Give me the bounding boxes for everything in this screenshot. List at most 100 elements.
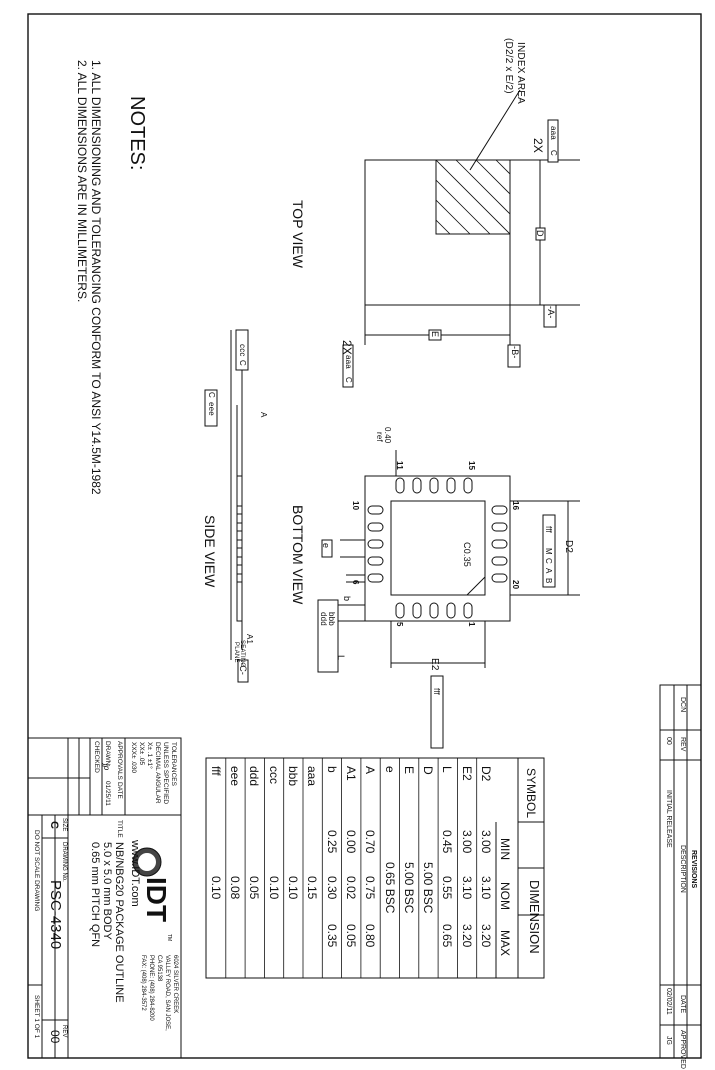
fcf-top bbox=[542, 514, 556, 588]
idt-tm: TM bbox=[166, 934, 172, 942]
aaa-bottom: aaa bbox=[344, 355, 353, 369]
ref-040: 0.40 bbox=[383, 427, 392, 444]
bottom-view-body bbox=[364, 475, 511, 622]
table-min-header: MIN bbox=[498, 838, 512, 860]
title-line-1: 5.0 x 5.0 mm BODY bbox=[101, 842, 113, 940]
fcf-m-top: M bbox=[544, 548, 553, 555]
table-symbol-8: b bbox=[324, 766, 339, 773]
aaa-top: aaa bbox=[549, 126, 558, 140]
fcf-fff-right: fff bbox=[432, 688, 441, 695]
table-symbol-10: bbb bbox=[286, 766, 300, 787]
rev-row-rev: 00 bbox=[665, 737, 672, 745]
drawing-border bbox=[27, 13, 702, 1059]
rev-header-approved: APPROVED bbox=[679, 1030, 686, 1069]
fcf-bbb: bbb bbox=[327, 612, 336, 626]
no-scale-note: DO NOT SCALE DRAWING bbox=[33, 830, 40, 912]
table-min-0: 3.00 bbox=[479, 830, 493, 854]
table-symbol-2: L bbox=[440, 766, 455, 773]
drawn-by: jp bbox=[102, 764, 111, 771]
fcf-ccc bbox=[235, 329, 249, 371]
title-label: TITLE bbox=[116, 820, 123, 838]
dim-d2-label: D2 bbox=[563, 540, 574, 554]
ref-word: ref bbox=[375, 432, 384, 442]
dim-d-label: D bbox=[535, 230, 545, 237]
table-symbol-9: aaa bbox=[305, 766, 320, 787]
website: www.IDT.com bbox=[129, 840, 141, 907]
date-label: DATE bbox=[116, 782, 123, 799]
rev-row-description: INITIAL RELEASE bbox=[665, 790, 672, 848]
pad-row-left bbox=[367, 505, 384, 583]
table-max-1: 3.20 bbox=[459, 924, 474, 948]
revisions-block bbox=[659, 684, 702, 1059]
table-nom-14: 0.10 bbox=[208, 876, 223, 900]
table-symbol-12: ddd bbox=[247, 766, 262, 787]
table-max-6: 0.80 bbox=[363, 924, 378, 948]
pin-15: 15 bbox=[467, 461, 476, 471]
fcf-bbb-ddd bbox=[317, 599, 339, 673]
c-top: C bbox=[549, 150, 558, 156]
table-nom-10: 0.10 bbox=[286, 876, 300, 900]
dim-a-label: A bbox=[259, 412, 268, 418]
index-area-label: INDEX AREA bbox=[515, 42, 526, 105]
table-dimension-header: DIMENSION bbox=[527, 880, 542, 954]
side-view bbox=[204, 329, 249, 683]
bottom-view-label: BOTTOM VIEW bbox=[290, 505, 306, 605]
pin-10: 10 bbox=[351, 501, 360, 511]
rev-row-date: 02/02/11 bbox=[665, 988, 672, 1015]
pin-6: 6 bbox=[351, 580, 360, 585]
dim-l-label: L bbox=[336, 655, 346, 661]
table-min-2: 0.45 bbox=[440, 830, 455, 854]
size-value: C bbox=[48, 821, 60, 829]
sheet-number: SHEET 1 OF 1 bbox=[33, 995, 40, 1039]
table-nom-13: 0.08 bbox=[228, 876, 243, 900]
table-min-8: 0.25 bbox=[324, 830, 339, 854]
dim-a1-label: A1 bbox=[245, 634, 254, 645]
table-nom-8: 0.30 bbox=[324, 876, 339, 900]
fcf-b-top: B bbox=[544, 578, 553, 584]
datum-a: -A- bbox=[546, 306, 556, 319]
side-c1: C bbox=[238, 360, 247, 366]
pin-16: 16 bbox=[511, 501, 520, 511]
table-symbol-7: A1 bbox=[343, 766, 358, 781]
pad-row-top bbox=[395, 477, 473, 494]
bottom-view bbox=[317, 450, 580, 749]
table-max-7: 0.05 bbox=[343, 924, 358, 948]
side-c2: C bbox=[207, 392, 216, 398]
rev-row-approved: JG bbox=[665, 1036, 672, 1045]
table-symbol-header: SYMBOL bbox=[524, 768, 538, 819]
pin-5: 5 bbox=[395, 622, 404, 627]
dim-e2-label: E2 bbox=[429, 658, 440, 671]
table-nom-7: 0.02 bbox=[343, 876, 358, 900]
fcf-a-top: A bbox=[544, 568, 553, 574]
table-max-header: MAX bbox=[498, 930, 512, 957]
times-2x-bottom: 2X bbox=[340, 340, 354, 356]
table-nom-11: 0.10 bbox=[266, 876, 281, 900]
table-nom-0: 3.10 bbox=[479, 876, 493, 900]
table-min-6: 0.70 bbox=[363, 830, 378, 854]
index-area-size: (D2/2 x E/2) bbox=[503, 38, 514, 94]
table-symbol-11: ccc bbox=[266, 766, 281, 784]
fcf-eee-label: eee bbox=[207, 402, 216, 416]
table-nom-2: 0.55 bbox=[440, 876, 455, 900]
size-label: SIZE bbox=[61, 818, 67, 832]
table-symbol-6: A bbox=[363, 766, 378, 775]
fcf-fff-top: fff bbox=[544, 526, 553, 533]
pin-11: 11 bbox=[395, 461, 404, 470]
table-symbol-0: D2 bbox=[479, 766, 493, 782]
dimension-table bbox=[205, 757, 545, 979]
fcf-ccc-label: ccc bbox=[238, 344, 247, 357]
address-4: FAX: (408) 284-3572 bbox=[140, 955, 146, 1011]
drawn-label: DRAWN bbox=[104, 741, 111, 766]
note-2: 2. ALL DIMENSIONS ARE IN MILLIMETERS. bbox=[75, 60, 89, 303]
table-nom-6: 0.75 bbox=[363, 876, 378, 900]
tol-line-3: X± .1 ±1° bbox=[146, 742, 153, 769]
datum-c: -C- bbox=[238, 662, 248, 676]
tol-line-4: XX± .05 bbox=[138, 742, 145, 766]
table-nom-9: 0.15 bbox=[305, 876, 320, 900]
table-span-4: 5.00 BSC bbox=[401, 862, 416, 914]
dim-e-label: E bbox=[430, 331, 440, 338]
fcf-ddd: ddd bbox=[319, 612, 328, 626]
index-leader bbox=[469, 89, 521, 171]
drawn-date: 01/25/11 bbox=[104, 781, 111, 806]
address-2: CA 95138 bbox=[156, 955, 162, 982]
